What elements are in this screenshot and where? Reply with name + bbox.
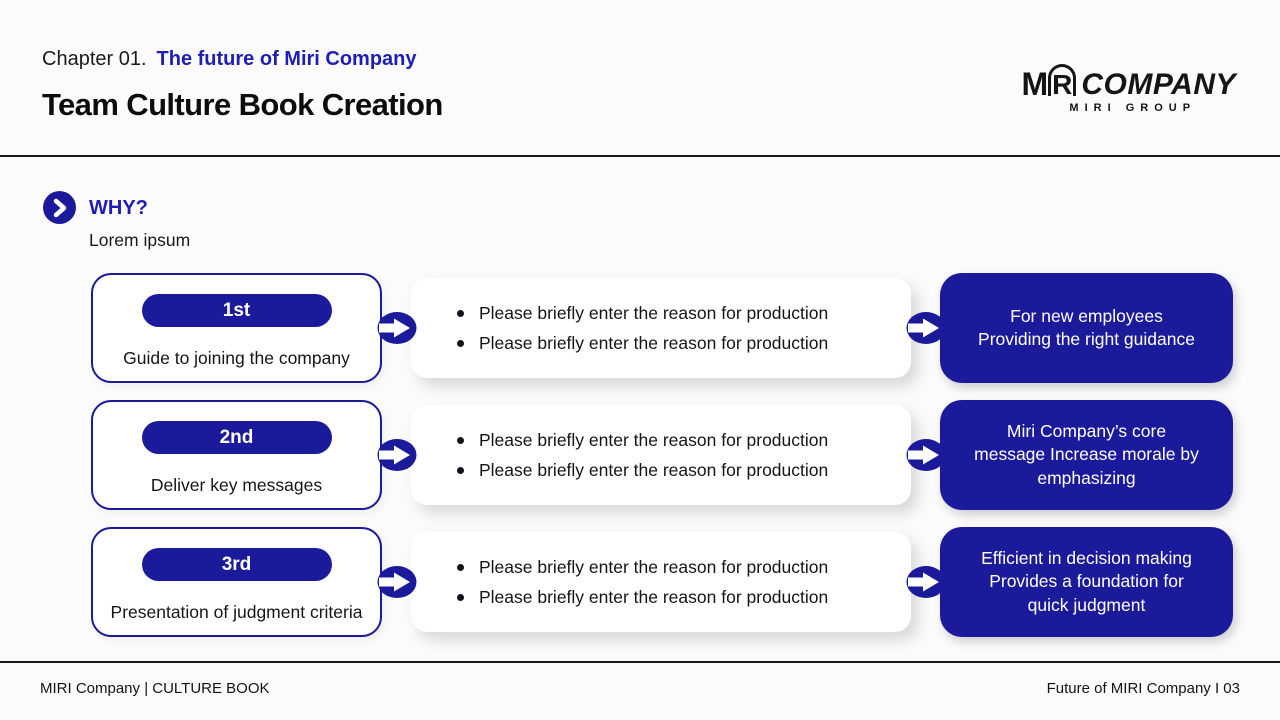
why-texts: WHY? Lorem ipsum (89, 191, 190, 251)
step-label: Deliver key messages (150, 475, 323, 495)
bullet-icon (457, 563, 464, 571)
why-section: WHY? Lorem ipsum (43, 191, 190, 251)
step-badge: 1st (141, 294, 332, 327)
logo-group-text: MIRI GROUP (1069, 102, 1197, 114)
footer-divider (0, 661, 1280, 663)
result-box-2: Miri Company’s core message Increase mor… (940, 400, 1233, 510)
logo-letter-r: R (1052, 69, 1073, 101)
process-row-1: 1st Guide to joining the company Please … (91, 273, 1233, 383)
step-box-3: 3rd Presentation of judgment criteria (91, 527, 382, 637)
bullet-text: Please briefly enter the reason for prod… (479, 586, 829, 607)
footer-page-number: Future of MIRI Company I 03 (1046, 680, 1240, 697)
logo-arch-icon: R (1048, 64, 1077, 101)
arrow-right-icon (377, 527, 416, 637)
step-label: Guide to joining the company (123, 348, 350, 368)
process-row-2: 2nd Deliver key messages Please briefly … (91, 400, 1233, 510)
bullet-icon (457, 466, 464, 474)
process-row-3: 3rd Presentation of judgment criteria Pl… (91, 527, 1233, 637)
chevron-right-icon (43, 191, 76, 224)
list-item: Please briefly enter the reason for prod… (457, 557, 911, 578)
slide-footer: MIRI Company | CULTURE BOOK Future of MI… (40, 680, 1240, 697)
reasons-box-1: Please briefly enter the reason for prod… (411, 278, 911, 378)
list-item: Please briefly enter the reason for prod… (457, 460, 911, 481)
footer-left-text: MIRI Company | CULTURE BOOK (40, 680, 270, 697)
bullet-text: Please briefly enter the reason for prod… (479, 556, 829, 577)
list-item: Please briefly enter the reason for prod… (457, 303, 911, 324)
header-divider (0, 155, 1280, 157)
bullet-text: Please briefly enter the reason for prod… (479, 429, 829, 450)
bullet-icon (457, 309, 464, 317)
slide-header: Chapter 01. The future of Miri Company T… (42, 48, 443, 123)
company-logo: M R COMPANY MIRI GROUP (1021, 64, 1236, 114)
bullet-icon (457, 436, 464, 444)
why-heading: WHY? (89, 197, 148, 219)
bullet-text: Please briefly enter the reason for prod… (479, 459, 829, 480)
chapter-number: Chapter 01. (42, 48, 147, 70)
step-badge: 2nd (141, 421, 332, 454)
step-box-2: 2nd Deliver key messages (91, 400, 382, 510)
bullet-text: Please briefly enter the reason for prod… (479, 332, 829, 353)
chapter-subtitle: The future of Miri Company (156, 48, 417, 70)
chapter-line: Chapter 01. The future of Miri Company (42, 48, 443, 71)
arrow-right-icon (906, 527, 945, 637)
page-title: Team Culture Book Creation (42, 87, 443, 122)
arrow-right-icon (377, 400, 416, 510)
step-label: Presentation of judgment criteria (110, 602, 363, 622)
result-box-1: For new employees Providing the right gu… (940, 273, 1233, 383)
step-badge: 3rd (141, 548, 332, 581)
why-subtitle: Lorem ipsum (89, 230, 191, 250)
arrow-right-icon (377, 273, 416, 383)
reasons-box-3: Please briefly enter the reason for prod… (411, 532, 911, 632)
process-rows: 1st Guide to joining the company Please … (91, 273, 1233, 637)
arrow-right-icon (906, 273, 945, 383)
step-box-1: 1st Guide to joining the company (91, 273, 382, 383)
arrow-right-icon (906, 400, 945, 510)
logo-company-text: COMPANY (1081, 68, 1236, 102)
logo-letter-m: M (1021, 65, 1048, 102)
list-item: Please briefly enter the reason for prod… (457, 430, 911, 451)
bullet-icon (457, 593, 464, 601)
bullet-icon (457, 339, 464, 347)
result-box-3: Efficient in decision making Provides a … (940, 527, 1233, 637)
reasons-box-2: Please briefly enter the reason for prod… (411, 405, 911, 505)
logo-wordmark: M R COMPANY (1021, 64, 1236, 102)
bullet-text: Please briefly enter the reason for prod… (479, 302, 829, 323)
list-item: Please briefly enter the reason for prod… (457, 587, 911, 608)
list-item: Please briefly enter the reason for prod… (457, 333, 911, 354)
